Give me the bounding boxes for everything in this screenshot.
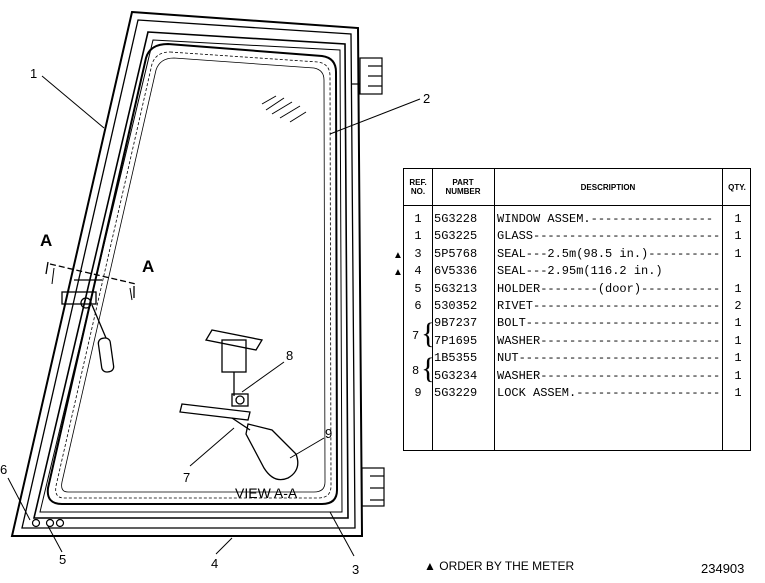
table-row: 9B7237 BOLT----------------------------- 1	[404, 315, 752, 332]
footnote: ▲ ORDER BY THE METER	[424, 559, 574, 573]
cell-quantity: 1	[734, 316, 742, 331]
footnote-symbol: ▲	[424, 559, 436, 573]
meter-mark-row-4: ▲	[393, 267, 403, 278]
callout-6: 6	[0, 462, 7, 477]
cell-quantity: 1	[734, 351, 742, 366]
cell-quantity: 1	[734, 333, 742, 348]
table-row: 1 5G3228 WINDOW ASSEM.----------------- 1	[404, 211, 752, 228]
cell-ref-no: 1	[414, 212, 422, 226]
section-letter-left: A	[40, 231, 52, 250]
cell-ref-no: 9	[414, 386, 422, 400]
cell-quantity: 1	[734, 229, 742, 244]
cell-ref-no: 5	[414, 281, 422, 296]
callout-5: 5	[59, 552, 66, 567]
cell-description: WASHER---------------------------	[497, 368, 721, 383]
col-divider-qty	[722, 169, 723, 450]
group-brace-7: {	[421, 317, 436, 350]
header-part-number: PART NUMBER	[445, 178, 481, 196]
callout-4: 4	[211, 556, 218, 571]
cell-ref-no: 3	[414, 246, 422, 261]
header-qty: QTY.	[728, 182, 746, 192]
cell-description: SEAL---2.95m(116.2 in.)	[497, 264, 663, 279]
handle-assembly	[45, 261, 137, 373]
cell-part-number: 9B7237	[434, 316, 478, 331]
table-row: 1B5355 NUT------------------------------ 1	[404, 350, 752, 367]
cell-quantity: 1	[734, 212, 742, 226]
seal-channel-1	[32, 31, 349, 519]
cell-quantity: 2	[734, 299, 742, 313]
group-ref-8: 8	[412, 364, 420, 378]
frame-outer-inner	[21, 19, 356, 529]
header-description: DESCRIPTION	[580, 182, 636, 192]
lock-assembly	[179, 329, 299, 481]
callout-1: 1	[30, 66, 37, 81]
header-ref-no: REF. NO.	[409, 178, 427, 196]
cell-ref-no: 4	[414, 264, 422, 279]
inner-seal	[61, 57, 326, 493]
cell-part-number: 5G3225	[434, 229, 478, 244]
footnote-text: ORDER BY THE METER	[439, 559, 575, 573]
cell-description: SEAL---2.5m(98.5 in.)----------	[497, 246, 721, 261]
table-row: 7P1695 WASHER--------------------------- 1	[404, 333, 752, 350]
cell-quantity: 1	[734, 281, 742, 296]
callout-9: 9	[325, 426, 332, 441]
cell-quantity: 1	[734, 386, 742, 400]
section-letter-right: A	[142, 257, 154, 276]
cell-description: BOLT-----------------------------	[497, 316, 721, 331]
cell-description: WINDOW ASSEM.-----------------	[497, 212, 714, 226]
table-row: 6 530352 RIVET----------------------------…	[404, 298, 752, 315]
table-row: 3 5P5768 SEAL---2.5m(98.5 in.)---------- 1	[404, 246, 752, 263]
cell-quantity: 1	[734, 246, 742, 261]
glass-pane	[46, 42, 339, 505]
hinge-bottom	[361, 467, 385, 507]
cell-quantity: 1	[734, 368, 742, 383]
col-divider-part	[494, 169, 495, 450]
table-row: 4 6V5336 SEAL---2.95m(116.2 in.)	[404, 263, 752, 280]
frame-outer	[10, 10, 364, 537]
group-brace-8: {	[421, 352, 436, 385]
cell-ref-no: 6	[414, 299, 422, 313]
cell-description: HOLDER--------(door)-------------	[497, 281, 721, 296]
hinge-top	[352, 57, 383, 95]
table-row: 1 5G3225 GLASS----------------------------…	[404, 228, 752, 245]
cell-description: WASHER---------------------------	[497, 333, 721, 348]
cell-part-number: 6V5336	[434, 264, 478, 279]
cell-part-number: 7P1695	[434, 333, 478, 348]
seal-channel-2	[39, 39, 343, 513]
cell-description: GLASS----------------------------	[497, 229, 721, 244]
callout-3: 3	[352, 562, 359, 577]
leader-lines	[7, 75, 421, 557]
cell-ref-no: 1	[414, 229, 422, 244]
cell-part-number: 5G3234	[434, 368, 478, 383]
figure-number: 234903	[701, 561, 745, 576]
group-ref-7: 7	[412, 329, 420, 343]
table-row: 5 5G3213 HOLDER--------(door)-------------…	[404, 281, 752, 298]
cell-part-number: 5G3213	[434, 281, 478, 296]
cell-part-number: 5G3229	[434, 386, 478, 400]
meter-mark-row-3: ▲	[393, 250, 403, 261]
cell-part-number: 5P5768	[434, 246, 478, 261]
cell-description: NUT------------------------------	[497, 351, 721, 366]
glass-glare	[261, 95, 307, 123]
cell-part-number: 5G3228	[434, 212, 478, 226]
table-row: 5G3234 WASHER--------------------------- 1	[404, 368, 752, 385]
cell-description: LOCK ASSEM.----------------------	[497, 386, 721, 400]
header-divider	[404, 205, 750, 206]
col-divider-ref	[432, 169, 433, 450]
cell-part-number: 530352	[434, 299, 478, 313]
callout-7: 7	[183, 470, 190, 485]
callout-2: 2	[423, 91, 430, 106]
view-label: VIEW A-A	[235, 485, 298, 501]
table-row: 9 5G3229 LOCK ASSEM.----------------------…	[404, 385, 752, 402]
glass-edge	[55, 51, 332, 499]
callout-8: 8	[286, 348, 293, 363]
cell-part-number: 1B5355	[434, 351, 478, 366]
cell-description: RIVET----------------------------	[497, 299, 721, 313]
